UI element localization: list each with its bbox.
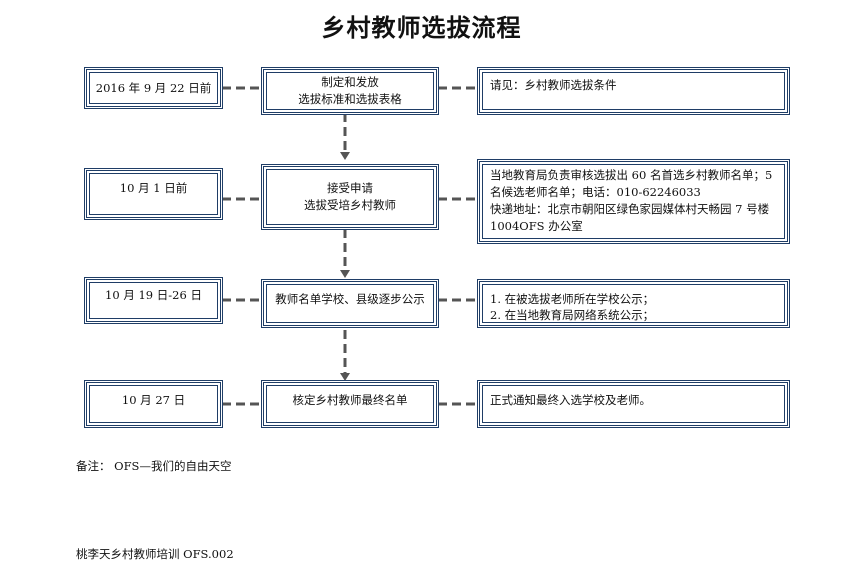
step-label-3: 教师名单学校、县级逐步公示	[275, 292, 425, 306]
date-label-2: 10 月 1 日前	[119, 181, 188, 195]
info-text-1: 请见：乡村教师选拔条件	[490, 78, 617, 92]
info-text-3a: 1. 在被选拔老师所在学校公示；	[490, 292, 655, 306]
date-box-3: 10 月 19 日-26 日	[84, 277, 223, 324]
step-label-1a: 制定和发放	[321, 75, 379, 89]
flow-arrow-3	[340, 373, 350, 381]
info-box-3: 1. 在被选拔老师所在学校公示； 2. 在当地教育局网络系统公示；	[477, 279, 790, 328]
info-box-4: 正式通知最终入选学校及老师。	[477, 380, 790, 428]
date-label-3: 10 月 19 日-26 日	[105, 288, 202, 302]
info-text-2b: 快递地址：北京市朝阳区绿色家园媒体村天畅园 7 号楼 1004OFS 办公室	[490, 202, 770, 233]
remark-note: 备注： OFS—我们的自由天空	[76, 459, 232, 473]
info-text-2a: 当地教育局负责审核选拔出 60 名首选乡村教师名单；5 名候选老师名单；电话：0…	[490, 168, 773, 199]
info-text-4: 正式通知最终入选学校及老师。	[490, 393, 651, 407]
info-text-3b: 2. 在当地教育局网络系统公示；	[490, 308, 655, 322]
date-label-1: 2016 年 9 月 22 日前	[95, 80, 212, 95]
step-box-4: 核定乡村教师最终名单	[261, 380, 439, 428]
date-box-2: 10 月 1 日前	[84, 168, 223, 220]
flow-arrow-2	[340, 270, 350, 278]
info-box-1: 请见：乡村教师选拔条件	[477, 67, 790, 115]
date-label-4: 10 月 27 日	[121, 393, 186, 407]
date-box-1: 2016 年 9 月 22 日前	[84, 67, 223, 109]
flow-arrow-1	[340, 152, 350, 160]
step-box-2: 接受申请 选拔受培乡村教师	[261, 164, 439, 230]
step-label-2b: 选拔受培乡村教师	[304, 198, 396, 212]
date-box-4: 10 月 27 日	[84, 380, 223, 428]
step-label-2a: 接受申请	[327, 181, 373, 195]
step-label-1b: 选拔标准和选拔表格	[298, 92, 402, 106]
step-label-4: 核定乡村教师最终名单	[292, 393, 408, 407]
step-box-1: 制定和发放 选拔标准和选拔表格	[261, 67, 439, 115]
info-box-2: 当地教育局负责审核选拔出 60 名首选乡村教师名单；5 名候选老师名单；电话：0…	[477, 159, 790, 244]
step-box-3: 教师名单学校、县级逐步公示	[261, 279, 439, 328]
page-footer: 桃李天乡村教师培训 OFS.002	[76, 547, 234, 561]
page-title: 乡村教师选拔流程	[321, 13, 522, 42]
